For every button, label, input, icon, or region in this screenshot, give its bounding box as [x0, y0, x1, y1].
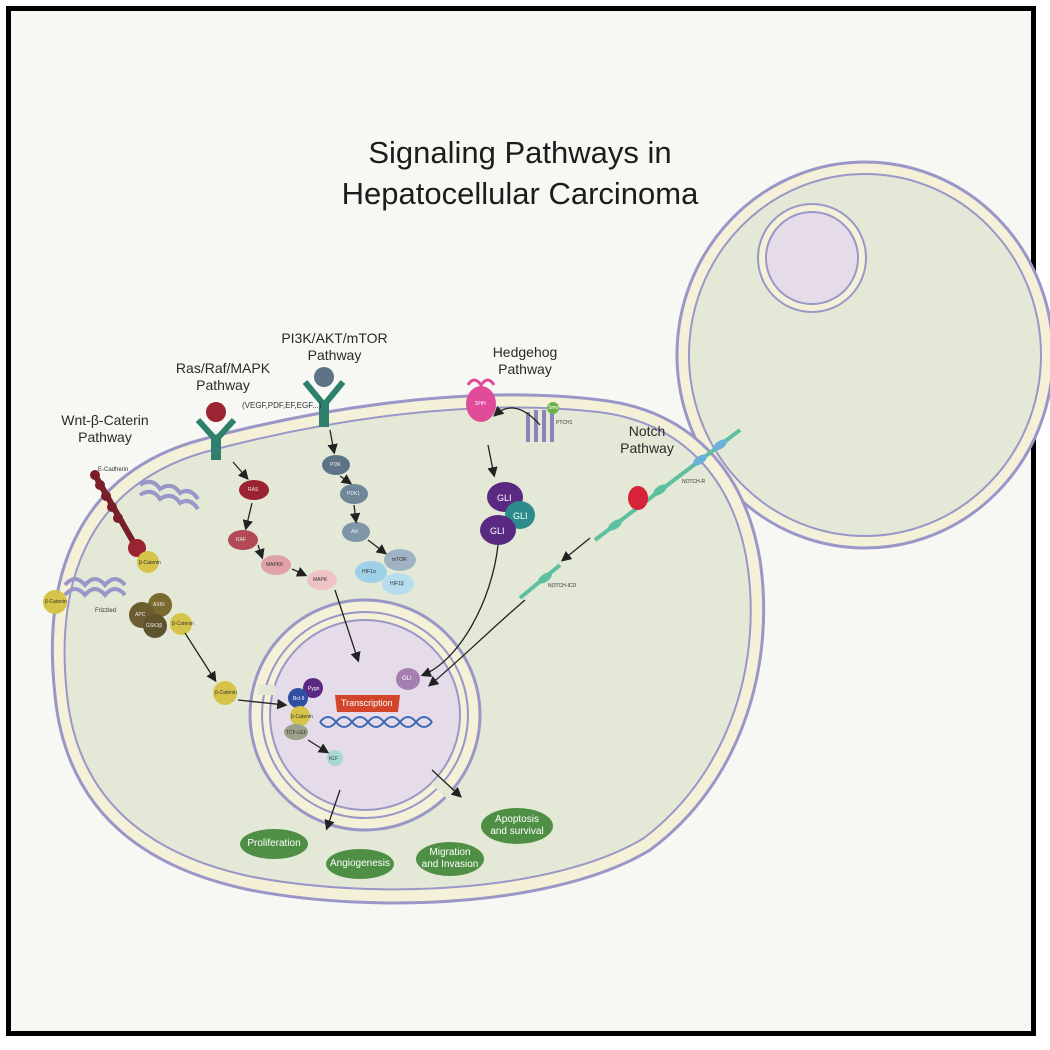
pi3k-cascade: [322, 455, 416, 595]
outcome-apoptosis-line2: and survival: [490, 826, 544, 837]
notch-receptor: [593, 428, 742, 542]
wnt-destruction-complex: [43, 551, 237, 705]
label-mtor: mTOR: [392, 557, 407, 563]
label-beta-catenin-1: β-Catenin: [45, 599, 67, 605]
label-hif1b: HIF1β: [390, 581, 404, 587]
outcome-migration-line2: and Invasion: [421, 859, 479, 870]
label-pi3k: PI3K: [330, 462, 341, 468]
notch-pathway-label: Notch Pathway: [617, 423, 677, 457]
outcome-migration: Migration and Invasion: [416, 842, 484, 876]
notch-pathway-line1: Notch: [628, 423, 666, 439]
label-beta-catenin-2: β-Catenin: [139, 560, 161, 566]
outcome-apoptosis-line1: Apoptosis: [495, 814, 539, 825]
label-shh: SHH: [475, 401, 486, 407]
label-bcl9: Bcl-9: [293, 696, 305, 702]
outcome-angiogenesis: Angiogenesis: [326, 849, 394, 879]
neighbor-cell: [675, 160, 1050, 550]
outcome-migration-line1: Migration: [429, 847, 471, 858]
outcome-apoptosis: Apoptosis and survival: [481, 808, 553, 844]
figure-title: Signaling Pathways in Hepatocellular Car…: [280, 132, 760, 214]
hedgehog-pathway-line2: Pathway: [498, 361, 552, 377]
pi3k-pathway-line2: Pathway: [307, 347, 362, 363]
ligand-note: (VEGF,PDF,EF,EGF...): [242, 401, 322, 410]
label-mapk: MAPK: [313, 577, 328, 583]
ras-pathway-label: Ras/Raf/MAPK Pathway: [168, 360, 278, 394]
notch-pathway-line2: Pathway: [620, 440, 674, 456]
label-raf: RAF: [236, 537, 246, 543]
label-notch-icd: NOTCH-ICD: [548, 583, 577, 589]
label-frizzled: Frizzled: [95, 608, 117, 614]
label-hif1a: HIF1α: [362, 569, 376, 575]
nucleus: [248, 598, 482, 832]
e-cadherin-receptor: [90, 470, 146, 557]
label-gli-1: GLI: [497, 493, 512, 503]
gli-cluster: [396, 482, 535, 690]
label-axin: AXIN: [153, 602, 165, 608]
transcription-label: Transcription: [341, 698, 393, 708]
wnt-pathway-label: Wnt-β-Caterin Pathway: [50, 412, 160, 446]
pi3k-pathway-line1: PI3K/AKT/mTOR: [281, 330, 388, 346]
label-e-cadherin: E-Cadherin: [98, 467, 129, 473]
label-gli-3: GLI: [490, 526, 505, 536]
wnt-pathway-line2: Pathway: [78, 429, 132, 445]
label-apc: APC: [135, 612, 146, 618]
label-gli-2: GLI: [513, 511, 528, 521]
title-line-2: Hepatocellular Carcinoma: [341, 176, 699, 211]
label-beta-catenin-nucleus: β-Catenin: [291, 714, 313, 720]
hedgehog-receptor: [466, 378, 559, 442]
ras-receptor: [195, 402, 237, 460]
hedgehog-pathway-line1: Hedgehog: [492, 344, 558, 360]
pi3k-pathway-label: PI3K/AKT/mTOR Pathway: [272, 330, 397, 364]
label-smo: Smo: [548, 405, 559, 411]
transcription-box: [335, 695, 400, 712]
pi3k-receptor: [302, 367, 346, 427]
label-klf: KLF: [329, 756, 339, 762]
label-ras: RAS: [248, 487, 259, 493]
notch-icd: [518, 563, 562, 600]
outcome-proliferation: Proliferation: [240, 829, 308, 859]
label-mapkk: MAPKK: [266, 562, 284, 568]
label-gsk3b: GSK3β: [146, 623, 163, 629]
label-akt: Akt: [351, 529, 359, 535]
title-line-1: Signaling Pathways in: [368, 135, 672, 170]
dna-helix: [319, 716, 433, 728]
label-tcf-lef: TCF-LEF: [286, 730, 307, 736]
ras-pathway-line1: Ras/Raf/MAPK: [175, 360, 271, 376]
label-beta-catenin-3: β-Catenin: [172, 621, 194, 627]
ras-pathway-line2: Pathway: [196, 377, 250, 393]
label-ptch1: PTCH1: [556, 420, 573, 426]
signal-arrows: [184, 405, 591, 831]
label-beta-catenin-4: β-Catenin: [215, 690, 237, 696]
wnt-pathway-line1: Wnt-β-Caterin: [61, 412, 149, 428]
ras-cascade: [228, 480, 337, 590]
label-notch-r: NOTCH-R: [682, 479, 706, 485]
label-pygo: Pygo: [308, 686, 320, 692]
nuclear-complex: [284, 678, 343, 766]
label-gli-nucleus: GLI: [402, 676, 412, 682]
hedgehog-pathway-label: Hedgehog Pathway: [485, 344, 565, 378]
frizzled-receptor: [63, 479, 200, 599]
label-pdk1: PDK1: [347, 491, 361, 497]
